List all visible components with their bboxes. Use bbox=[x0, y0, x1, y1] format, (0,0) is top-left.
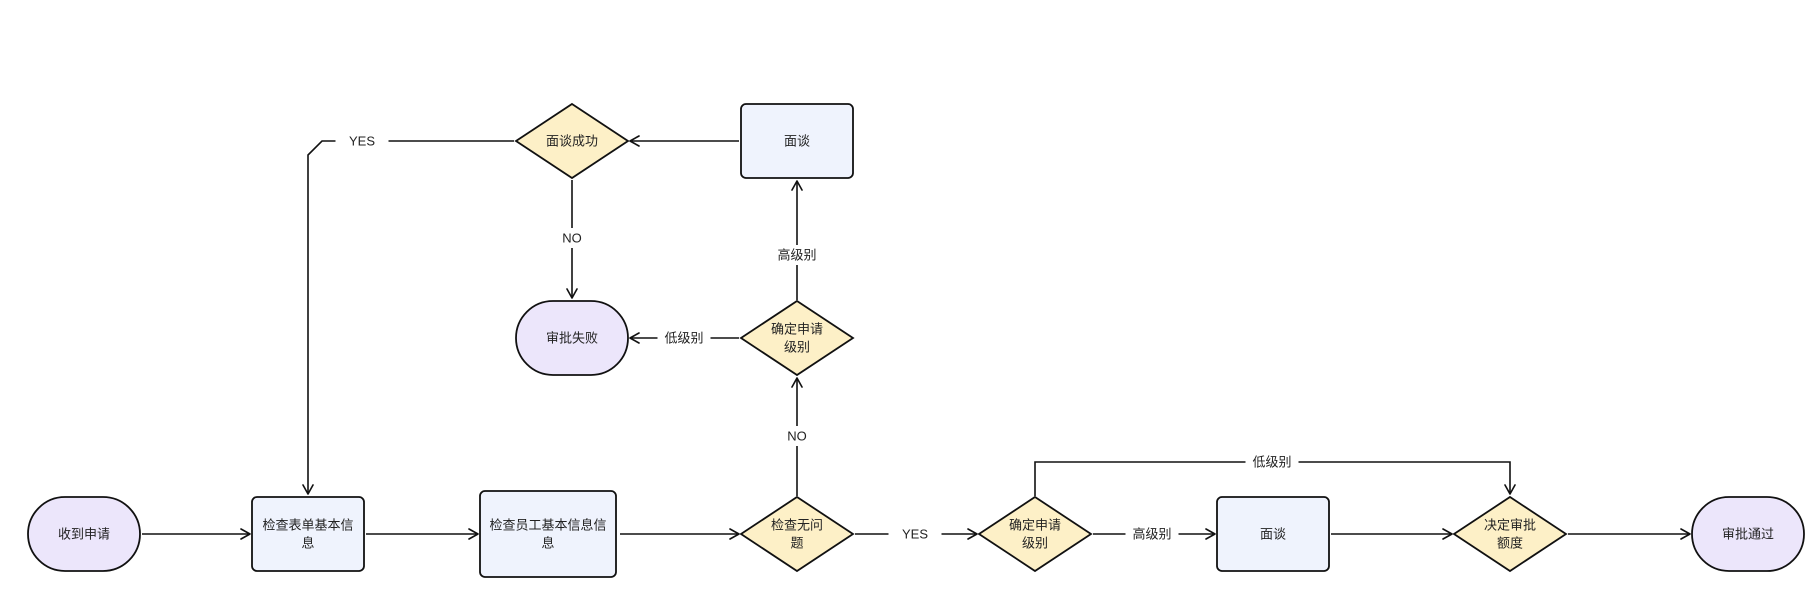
edge-level-b-to-rejected: 低级别 bbox=[629, 328, 739, 348]
edge-label: 高级别 bbox=[1125, 524, 1179, 544]
decision-shape bbox=[739, 495, 855, 573]
process-node-interview-b[interactable]: 面谈 bbox=[740, 103, 854, 179]
connector-line bbox=[302, 140, 514, 495]
edge-interview-ok-to-rejected: NO bbox=[552, 180, 592, 299]
process-shape bbox=[251, 496, 365, 572]
edge-label-text: 低级别 bbox=[664, 331, 703, 346]
edge-label: YES bbox=[888, 524, 942, 544]
process-node-interview-a[interactable]: 面谈 bbox=[1216, 496, 1330, 572]
edge-label-text: NO bbox=[562, 231, 582, 246]
node-label: 级别 bbox=[1022, 536, 1048, 551]
process-shape bbox=[479, 490, 617, 578]
edge-label-background bbox=[770, 245, 824, 265]
node-label: 审批通过 bbox=[1722, 527, 1774, 542]
terminal-node-approved[interactable]: 审批通过 bbox=[1691, 496, 1805, 572]
edge-label-background bbox=[335, 131, 389, 151]
decision-node-interview-ok[interactable]: 面谈成功 bbox=[514, 102, 630, 180]
node-label: 检查员工基本信息信 bbox=[489, 518, 606, 533]
node-label: 检查表单基本信 bbox=[262, 518, 353, 533]
edge-label: 低级别 bbox=[1245, 452, 1299, 472]
edge-label: NO bbox=[552, 228, 592, 248]
edge-label: NO bbox=[777, 426, 817, 446]
node-label: 确定申请 bbox=[1009, 518, 1061, 533]
edge-label-text: YES bbox=[902, 527, 928, 542]
node-label: 确定申请 bbox=[771, 322, 823, 337]
node-label: 面谈 bbox=[1260, 527, 1286, 542]
edge-label-background bbox=[777, 426, 817, 446]
node-label: 级别 bbox=[784, 340, 810, 355]
decision-shape bbox=[739, 299, 855, 377]
node-label: 息 bbox=[541, 536, 554, 551]
terminal-shape bbox=[1691, 496, 1805, 572]
edge-level-a-to-decide-amount: 低级别 bbox=[1034, 452, 1516, 496]
terminal-shape bbox=[515, 300, 629, 376]
node-label: 审批失败 bbox=[546, 331, 598, 346]
edge-label-text: 高级别 bbox=[777, 248, 816, 263]
edge-check-ok-to-level-b: NO bbox=[777, 377, 817, 496]
edge-level-b-to-interview-b: 高级别 bbox=[770, 180, 824, 300]
edge-label-background bbox=[1125, 524, 1179, 544]
edge-label: 高级别 bbox=[770, 245, 824, 265]
edge-check-ok-to-level-a: YES bbox=[855, 524, 978, 544]
edge-label-background bbox=[1245, 452, 1299, 472]
node-label: 检查无问 bbox=[771, 518, 823, 533]
edge-label-background bbox=[552, 228, 592, 248]
decision-shape bbox=[1452, 495, 1568, 573]
edge-label-text: NO bbox=[787, 429, 807, 444]
edge-label: YES bbox=[335, 131, 389, 151]
node-label: 题 bbox=[790, 536, 803, 551]
node-label: 面谈成功 bbox=[546, 134, 598, 149]
edge-label-background bbox=[888, 524, 942, 544]
decision-shape bbox=[977, 495, 1093, 573]
node-label: 收到申请 bbox=[58, 527, 110, 542]
edge-label-text: 高级别 bbox=[1132, 527, 1171, 542]
node-label: 面谈 bbox=[784, 134, 810, 149]
node-label: 决定审批 bbox=[1484, 518, 1536, 533]
edge-label-background bbox=[657, 328, 711, 348]
decision-shape bbox=[514, 102, 630, 180]
terminal-shape bbox=[27, 496, 141, 572]
terminal-node-rejected[interactable]: 审批失败 bbox=[515, 300, 629, 376]
process-shape bbox=[1216, 496, 1330, 572]
edge-level-a-to-interview-a: 高级别 bbox=[1093, 524, 1216, 544]
edge-label: 低级别 bbox=[657, 328, 711, 348]
node-label: 额度 bbox=[1497, 536, 1523, 551]
edge-interview-ok-to-check-form: YES bbox=[302, 131, 514, 495]
terminal-node-receive[interactable]: 收到申请 bbox=[27, 496, 141, 572]
process-shape bbox=[740, 103, 854, 179]
edge-label-text: 低级别 bbox=[1252, 455, 1291, 470]
edge-label-text: YES bbox=[349, 134, 375, 149]
node-label: 息 bbox=[301, 536, 314, 551]
nodes-layer: 收到申请检查表单基本信息检查员工基本信息信息检查无问题确定申请级别面谈决定审批额… bbox=[27, 102, 1805, 578]
